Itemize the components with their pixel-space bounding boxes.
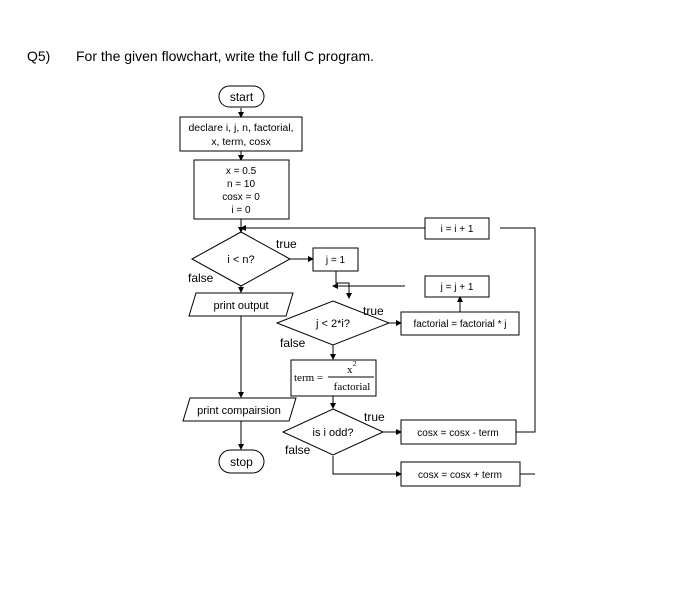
label-true-odd: true <box>364 410 385 424</box>
label-true-i: true <box>276 237 297 251</box>
term-denominator: factorial <box>334 381 371 393</box>
j-init-label: j = 1 <box>325 255 346 266</box>
cosx-plus-label: cosx = cosx + term <box>418 470 502 481</box>
j-increment-label: j = j + 1 <box>440 282 474 293</box>
term-exponent: 2 <box>353 360 357 368</box>
init-x: x = 0.5 <box>226 166 257 177</box>
decision-i-less-n <box>190 231 292 287</box>
print-output-io <box>188 292 294 317</box>
term-numerator: x <box>347 364 353 376</box>
init-n: n = 10 <box>227 179 256 190</box>
stop-label: stop <box>230 455 253 469</box>
decision-j-less-2i <box>275 300 391 346</box>
decision-is-i-odd <box>281 408 385 456</box>
factorial-label: factorial = factorial * j <box>413 319 506 330</box>
j-init-box <box>312 247 359 272</box>
print-output-label: print output <box>213 300 268 312</box>
i-increment-label: i = i + 1 <box>441 224 474 235</box>
j-increment-box <box>424 275 490 298</box>
decision-i-less-n-label: i < n? <box>227 254 254 266</box>
decision-is-i-odd-label: is i odd? <box>313 427 354 439</box>
cosx-plus-box <box>400 461 521 487</box>
declare-line-2: x, term, cosx <box>211 136 271 148</box>
i-increment-box <box>424 217 490 240</box>
decision-j-less-2i-label: j < 2*i? <box>315 318 350 330</box>
init-i: i = 0 <box>231 205 251 216</box>
label-true-j: true <box>363 304 384 318</box>
connectors <box>238 108 536 477</box>
print-comparison-label: print compairsion <box>197 405 281 417</box>
init-cosx: cosx = 0 <box>222 192 260 203</box>
label-false-j: false <box>280 336 306 350</box>
edge-j-init-cond-j <box>335 271 352 299</box>
edge-cond-odd-false <box>332 456 402 477</box>
start-label: start <box>230 90 254 104</box>
label-false-odd: false <box>285 443 311 457</box>
init-box <box>193 159 290 220</box>
edge-cosx-minus-loop <box>500 227 536 433</box>
declare-box <box>179 116 303 152</box>
factorial-box <box>400 311 520 336</box>
start-terminal <box>218 85 265 108</box>
cosx-minus-label: cosx = cosx - term <box>417 428 498 439</box>
question-number: Q5) <box>27 48 51 64</box>
cosx-minus-box <box>400 419 517 445</box>
term-box <box>290 359 377 397</box>
declare-line-1: declare i, j, n, factorial, <box>188 122 293 134</box>
label-false-i: false <box>188 271 214 285</box>
question-text: For the given flowchart, write the full … <box>76 48 375 64</box>
term-lhs: term = <box>294 372 323 384</box>
stop-terminal <box>218 449 265 474</box>
print-comparison-io <box>182 397 297 422</box>
